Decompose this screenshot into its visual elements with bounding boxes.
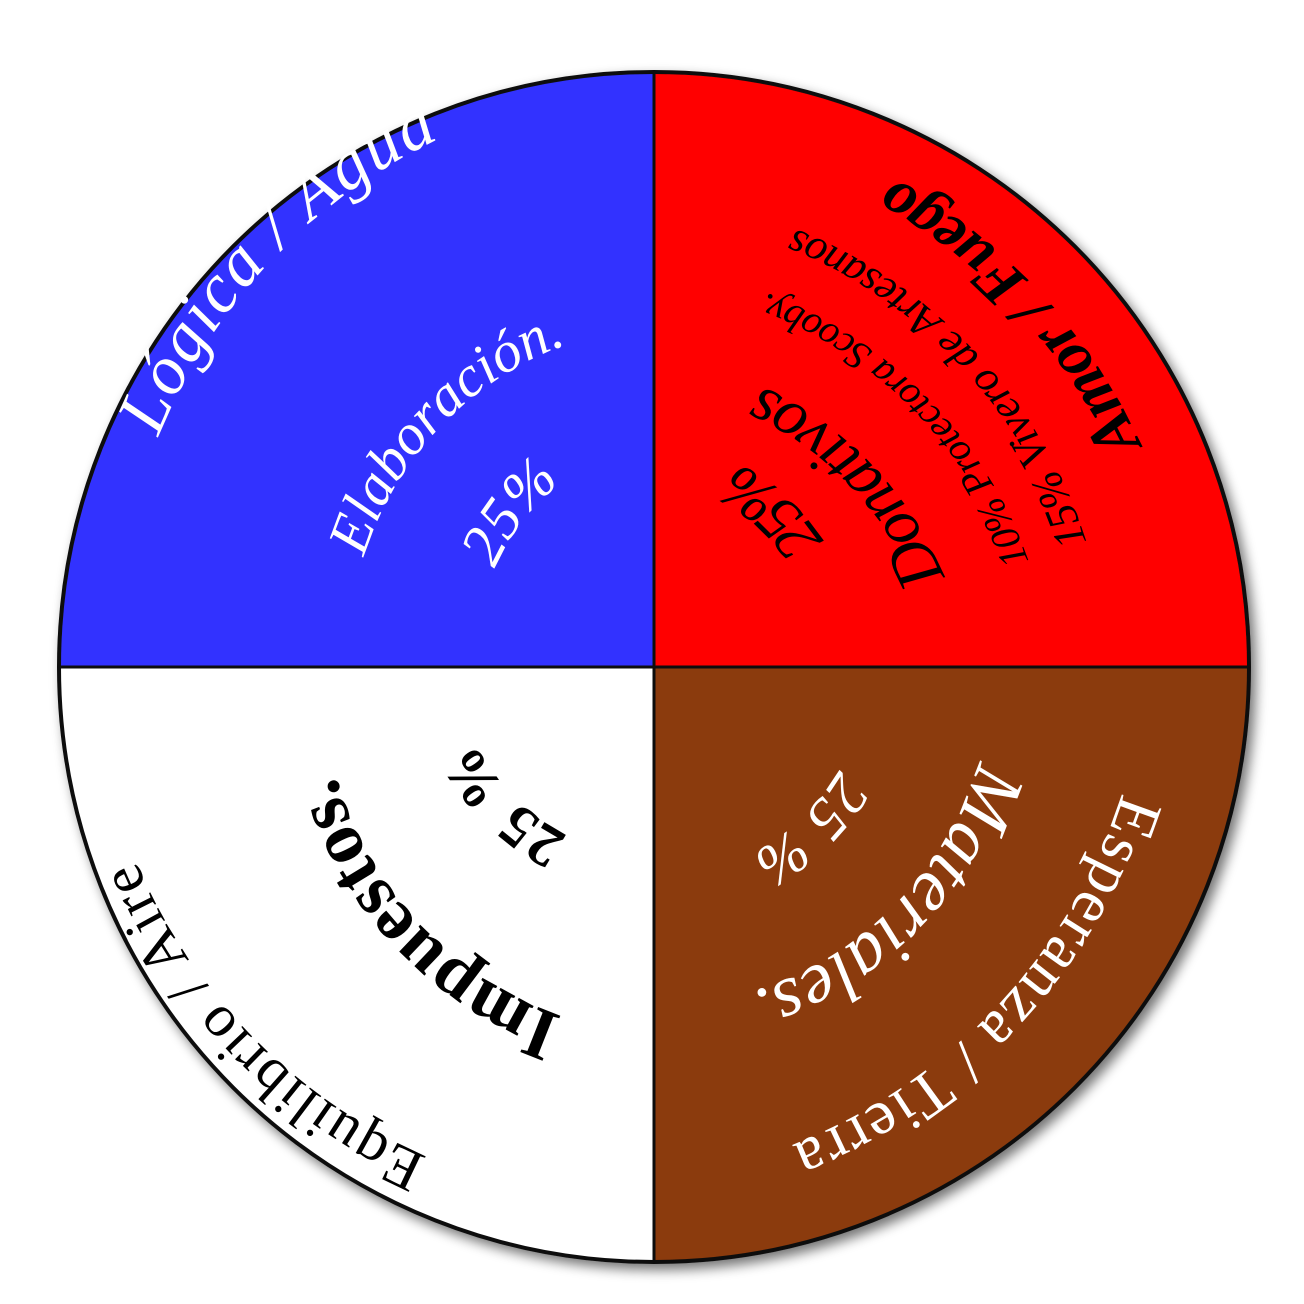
pie-outline — [57, 70, 1251, 1264]
slices-group — [57, 70, 1251, 1264]
pie-slice-brown — [652, 665, 1251, 1264]
